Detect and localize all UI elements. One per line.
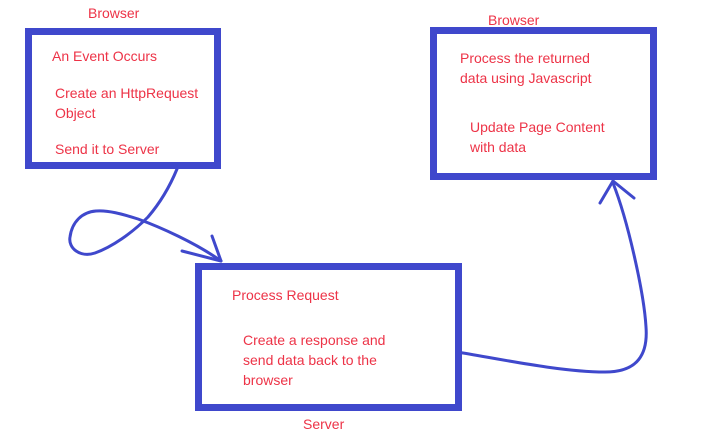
request-arrow [68, 167, 223, 263]
request-arrowhead-barb [180, 249, 223, 263]
browser-start-line-create-request: Create an HttpRequest Object [55, 85, 199, 121]
server-box: Process Request Create a response and se… [195, 263, 462, 411]
browser-end-line-process-data: Process the returned data using Javascri… [460, 50, 592, 86]
browser-end-box: Process the returned data using Javascri… [430, 27, 657, 180]
browser-start-box: An Event Occurs Create an HttpRequest Ob… [25, 28, 221, 169]
response-arrowhead-barb [611, 179, 636, 200]
server-label: Server [303, 416, 345, 432]
browser-start-line-send: Send it to Server [55, 141, 160, 157]
response-arrowhead-barb [598, 179, 615, 205]
browser-start-line-event: An Event Occurs [52, 48, 158, 64]
server-line-process-request: Process Request [232, 287, 339, 303]
browser-end-label: Browser [488, 12, 540, 28]
browser-end-line-update-page: Update Page Content with data [470, 119, 605, 155]
server-line-create-response: Create a response and send data back to … [243, 332, 386, 388]
browser-start-label: Browser [88, 5, 140, 21]
response-arrow [455, 179, 648, 374]
request-arrowhead-barb [210, 234, 223, 263]
